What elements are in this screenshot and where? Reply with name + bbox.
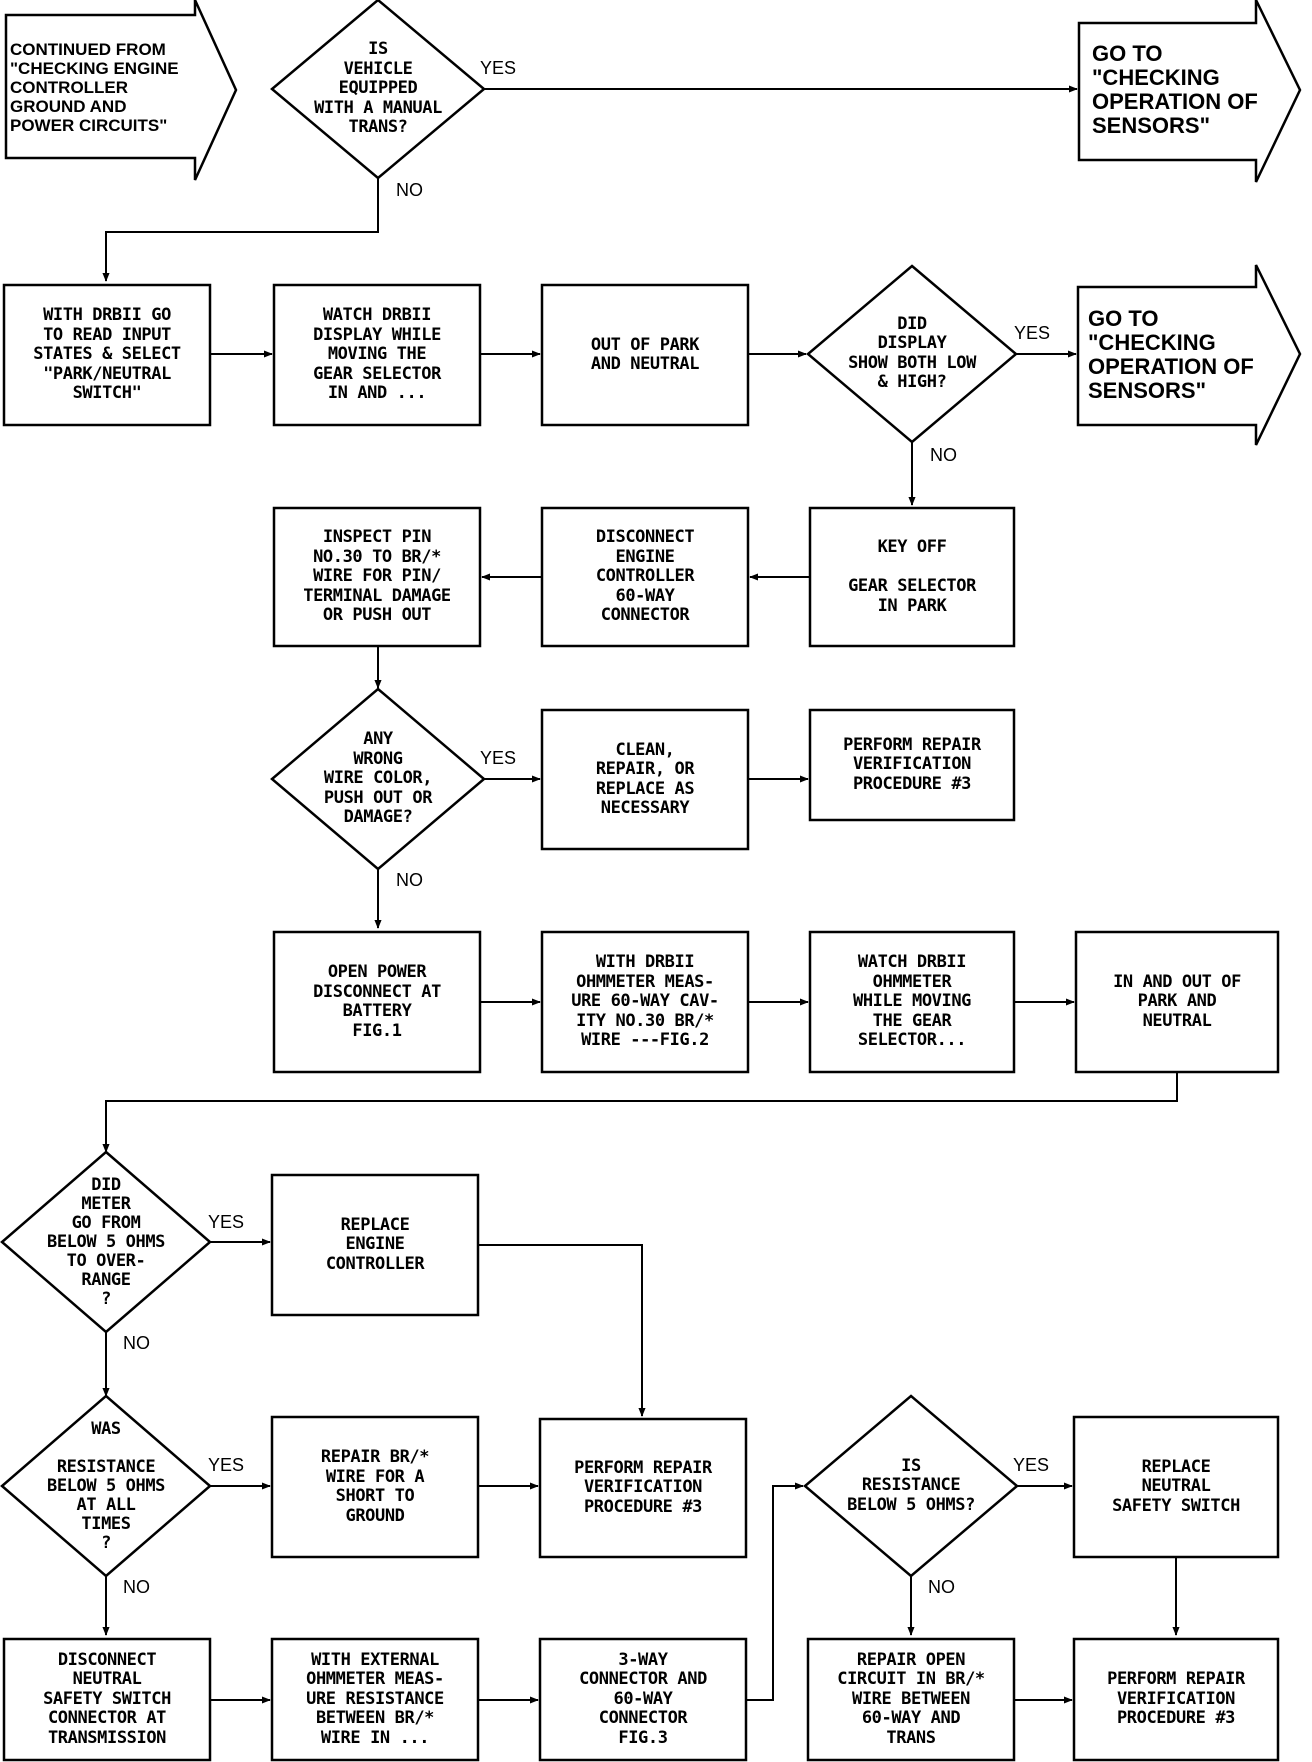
drb-read-box — [2, 283, 212, 427]
no-label: NO — [930, 445, 957, 465]
watch-drb-text: WATCH DRBII DISPLAY WHILE MOVING THE GEA… — [313, 305, 441, 404]
verify3-text: PERFORM REPAIR VERIFICATION PROCEDURE #3 — [1107, 1669, 1245, 1729]
goto1-text: GO TO "CHECKING OPERATION OF SENSORS" — [1092, 41, 1258, 138]
start-arrow-shape — [4, 0, 238, 181]
goto2-arrow-shape — [1076, 264, 1302, 446]
verify1-text: PERFORM REPAIR VERIFICATION PROCEDURE #3 — [843, 734, 981, 794]
no-label: NO — [123, 1333, 150, 1353]
yes-label: YES — [1014, 323, 1051, 343]
in-out-park-text: IN AND OUT OF PARK AND NEUTRAL — [1113, 971, 1241, 1031]
repair-short-box — [270, 1415, 480, 1559]
yes-label: YES — [480, 748, 517, 768]
connector-replace-verify — [478, 1244, 646, 1417]
q-wrong-text: ANY WRONG WIRE COLOR, PUSH OUT OR DAMAGE… — [323, 729, 433, 828]
open-power-text: OPEN POWER DISCONNECT AT BATTERY FIG.1 — [313, 962, 441, 1041]
no-label: NO — [396, 180, 423, 200]
inspect-pin-text: INSPECT PIN NO.30 TO BR/* WIRE FOR PIN/ … — [303, 527, 451, 626]
ext-ohm-box — [270, 1637, 480, 1762]
no-label: NO — [396, 870, 423, 890]
watch-drb-box — [272, 283, 482, 427]
disconnect-ec-text: DISCONNECT ENGINE CONTROLLER 60-WAY CONN… — [595, 527, 695, 626]
connector-no-manual — [102, 178, 379, 282]
replace-nss-box — [1072, 1415, 1280, 1559]
yes-label: YES — [480, 58, 517, 78]
disconnect-nss-text: DISCONNECT NEUTRAL SAFETY SWITCH CONNECT… — [43, 1649, 171, 1748]
yes-label: YES — [208, 1455, 245, 1475]
repair-open-box — [806, 1637, 1016, 1762]
disconnect-ec-box — [540, 506, 750, 648]
conn-3way-box — [538, 1637, 748, 1762]
ohm-measure-text: WITH DRBII OHMMETER MEAS- URE 60-WAY CAV… — [571, 952, 719, 1051]
in-out-park-box — [1074, 930, 1280, 1074]
q-res-below-text: IS RESISTANCE BELOW 5 OHMS? — [847, 1455, 975, 1515]
inspect-pin-box — [272, 506, 482, 648]
verify1-box — [808, 708, 1016, 822]
connector-3way-res-below — [746, 1482, 804, 1701]
watch-ohm-box — [808, 930, 1016, 1074]
conn-3way-text: 3-WAY CONNECTOR AND 60-WAY CONNECTOR FIG… — [579, 1649, 707, 1748]
start-text: CONTINUED FROM "CHECKING ENGINE CONTROLL… — [10, 39, 179, 135]
verify2-box — [538, 1417, 748, 1559]
q-display-text: DID DISPLAY SHOW BOTH LOW & HIGH? — [848, 313, 976, 393]
key-off-text: KEY OFF GEAR SELECTOR IN PARK — [848, 537, 976, 616]
clean-repair-text: CLEAN, REPAIR, OR REPLACE AS NECESSARY — [595, 739, 695, 818]
yes-label: YES — [1013, 1455, 1050, 1475]
key-off-box — [808, 506, 1016, 648]
out-park-text: OUT OF PARK AND NEUTRAL — [590, 334, 700, 374]
repair-open-text: REPAIR OPEN CIRCUIT IN BR/* WIRE BETWEEN… — [837, 1649, 985, 1748]
q-manual-text: IS VEHICLE EQUIPPED WITH A MANUAL TRANS? — [314, 39, 442, 138]
ohm-measure-box — [540, 930, 750, 1074]
ext-ohm-text: WITH EXTERNAL OHMMETER MEAS- URE RESISTA… — [306, 1649, 444, 1748]
no-label: NO — [928, 1577, 955, 1597]
connector-in-meter — [102, 1072, 1178, 1153]
q-meter-text: DID METER GO FROM BELOW 5 OHMS TO OVER- … — [46, 1174, 166, 1309]
replace-ec-box — [270, 1173, 480, 1317]
no-label: NO — [123, 1577, 150, 1597]
goto1-arrow-shape — [1077, 0, 1302, 183]
goto2-text: GO TO "CHECKING OPERATION OF SENSORS" — [1088, 306, 1254, 403]
yes-label: YES — [208, 1212, 245, 1232]
drb-read-text: WITH DRBII GO TO READ INPUT STATES & SEL… — [33, 305, 181, 404]
open-power-box — [272, 930, 482, 1074]
disconnect-nss-box — [2, 1637, 212, 1762]
watch-ohm-text: WATCH DRBII OHMMETER WHILE MOVING THE GE… — [852, 952, 972, 1051]
replace-nss-text: REPLACE NEUTRAL SAFETY SWITCH — [1112, 1456, 1240, 1516]
verify3-box — [1072, 1637, 1280, 1762]
clean-repair-box — [540, 708, 750, 851]
q-res-all-text: WAS RESISTANCE BELOW 5 OHMS AT ALL TIMES… — [46, 1418, 166, 1553]
replace-ec-text: REPLACE ENGINE CONTROLLER — [325, 1214, 425, 1274]
verify2-text: PERFORM REPAIR VERIFICATION PROCEDURE #3 — [574, 1457, 712, 1517]
repair-short-text: REPAIR BR/* WIRE FOR A SHORT TO GROUND — [320, 1447, 430, 1526]
